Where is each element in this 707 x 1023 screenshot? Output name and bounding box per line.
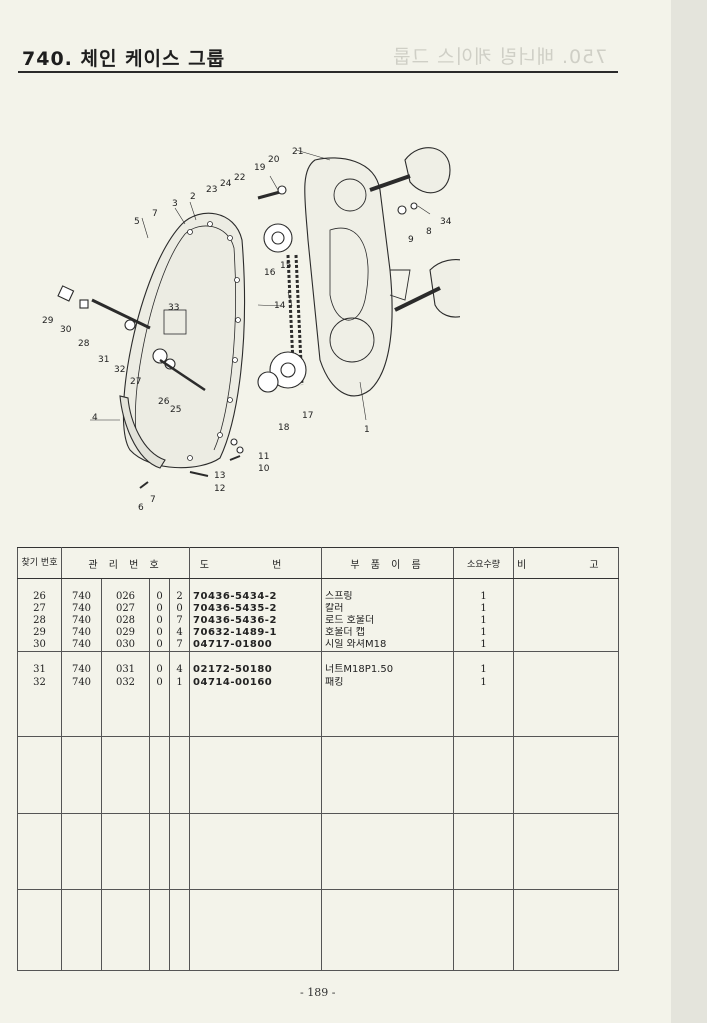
chain-case-cover	[122, 212, 246, 469]
upper-sprocket	[263, 223, 293, 253]
callout-28: 28	[78, 339, 90, 349]
callout-24: 24	[220, 179, 232, 189]
callout-15: 15	[280, 261, 291, 271]
title-underline	[18, 71, 618, 73]
callout-7b: 7	[150, 495, 156, 505]
cover-label-plate	[163, 309, 187, 335]
callout-30: 30	[60, 325, 72, 335]
callout-32: 32	[114, 365, 125, 375]
callout-23: 23	[206, 185, 217, 195]
header-mgmt-no: 관 리 번 호	[60, 547, 191, 579]
header-qty: 소요수량	[453, 547, 515, 579]
header-remarks: 비 고	[513, 547, 620, 579]
callout-8: 8	[426, 227, 432, 237]
table-header-row: 찾기 번호 관 리 번 호 도 번 부 품 이 름 소요수량 비 고	[17, 547, 620, 579]
callout-numbers: 1 2 3 4 5 6 7 7 8 9 10 11 12 13 14 15 16…	[42, 147, 452, 513]
callout-33: 33	[168, 303, 179, 313]
callout-5: 5	[134, 217, 140, 227]
callout-16: 16	[264, 268, 276, 278]
callout-9: 9	[408, 235, 414, 245]
callout-13: 13	[214, 471, 225, 481]
header-part-name: 부 품 이 름	[321, 547, 455, 579]
callout-10: 10	[258, 464, 270, 474]
callout-7a: 7	[152, 209, 158, 219]
callout-34: 34	[440, 217, 452, 227]
callout-4: 4	[92, 413, 98, 423]
page-edge-shadow	[671, 0, 707, 1023]
bottom-guard	[119, 395, 166, 469]
bleed-through-title: 750. 배너링 케이스 그룹	[392, 46, 608, 68]
callout-3: 3	[172, 199, 178, 209]
callout-11: 11	[258, 452, 269, 462]
chain-case-body	[304, 157, 393, 397]
upper-shaft-flange	[404, 147, 451, 194]
callout-14: 14	[274, 301, 286, 311]
holder-rod	[91, 298, 151, 330]
header-part-no: 도 번	[189, 547, 323, 579]
callout-18: 18	[278, 423, 290, 433]
callout-29: 29	[42, 316, 54, 326]
callout-19: 19	[254, 163, 266, 173]
lower-sprocket	[269, 351, 307, 389]
callout-1: 1	[364, 425, 370, 435]
header-ref-no: 찾기 번호	[17, 547, 62, 579]
lower-shaft-flange	[429, 259, 460, 318]
callout-6: 6	[138, 503, 144, 513]
callout-12: 12	[214, 484, 225, 494]
callout-26: 26	[158, 397, 170, 407]
callout-31: 31	[98, 355, 109, 365]
callout-22: 22	[234, 173, 245, 183]
callout-27: 27	[130, 377, 141, 387]
callout-20: 20	[268, 155, 280, 165]
chain-case-exploded-diagram: 1 2 3 4 5 6 7 7 8 9 10 11 12 13 14 15 16…	[42, 147, 460, 513]
callout-17: 17	[302, 411, 313, 421]
drive-chain	[286, 254, 296, 386]
callout-25: 25	[170, 405, 181, 415]
callout-2: 2	[190, 192, 196, 202]
page-title: 740. 체인 케이스 그룹	[22, 48, 226, 70]
page-number: - 189 -	[300, 986, 336, 999]
callout-21: 21	[292, 147, 303, 157]
